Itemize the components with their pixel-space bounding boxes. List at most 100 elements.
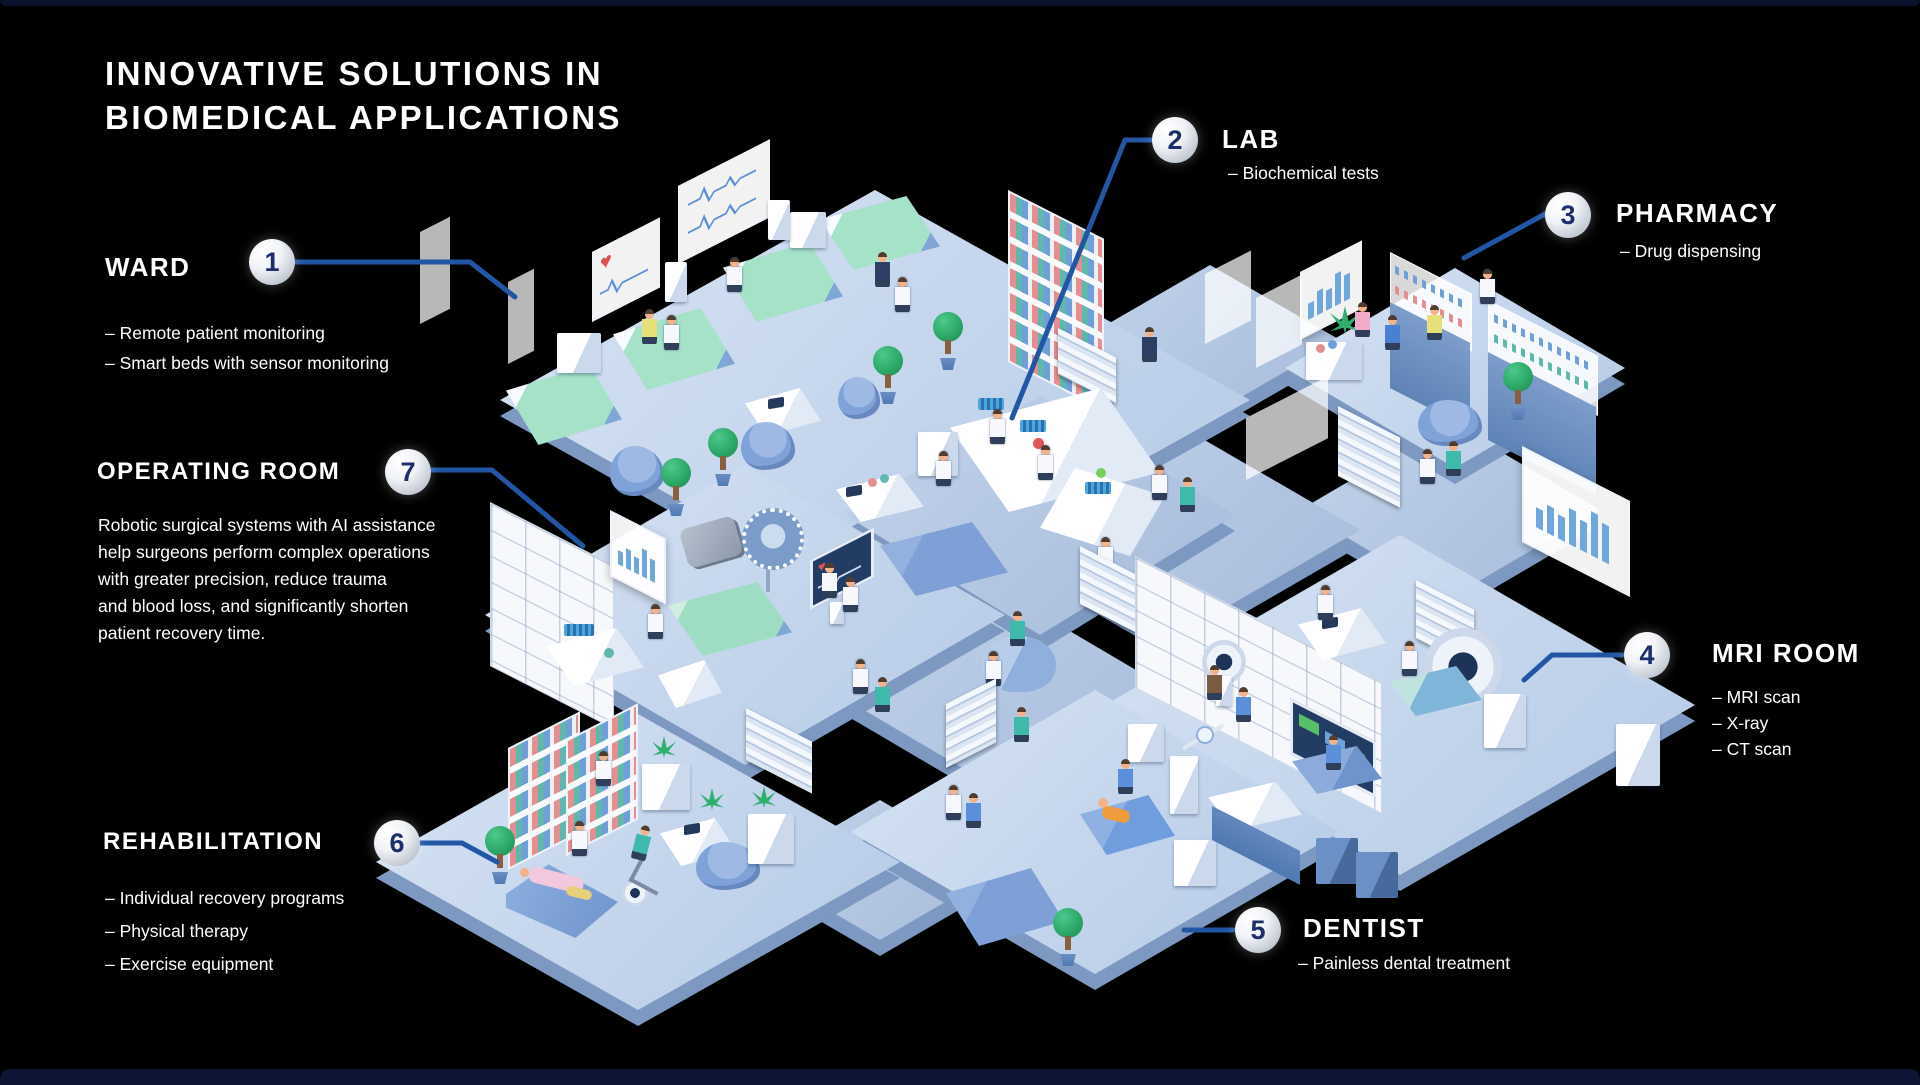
potted-tree: [1050, 908, 1086, 966]
vitals-monitor-cart: [665, 262, 687, 302]
lamp-stem: [766, 556, 770, 592]
callout-7-line: help surgeons perform complex operations: [98, 542, 430, 562]
callout-7-line: and blood loss, and significantly shorte…: [98, 596, 409, 616]
bottom-edge-bar: [0, 1069, 1920, 1085]
equipment-cabinet: [1356, 852, 1398, 898]
person-nurse: [1446, 441, 1461, 480]
potted-tree: [705, 428, 741, 486]
supply-shelf: [1174, 840, 1216, 886]
page-title-line1: INNOVATIVE SOLUTIONS IN: [105, 55, 604, 92]
callout-6-description: – Individual recovery programs – Physica…: [105, 882, 344, 981]
person-patient: [1207, 665, 1222, 704]
person-visitor: [966, 793, 981, 832]
potted-plant: [652, 736, 676, 758]
supply-shelf: [1616, 724, 1660, 786]
person-surgeon: [648, 604, 663, 643]
person-doctor: [596, 751, 611, 790]
person-doctor: [1152, 465, 1167, 504]
person-nurse: [875, 677, 890, 716]
person-patient: [642, 309, 657, 348]
callout-6-line: – Individual recovery programs: [105, 888, 345, 908]
callout-5-description: – Painless dental treatment: [1298, 950, 1510, 976]
callout-1-line: – Remote patient monitoring: [105, 323, 325, 343]
patient-head: [520, 868, 529, 877]
person-lab-technician: [936, 451, 951, 490]
flask-green: [1096, 468, 1106, 478]
potted-plant: [700, 788, 724, 810]
callout-5-line: – Painless dental treatment: [1298, 953, 1511, 973]
callout-7-title: OPERATING ROOM: [97, 458, 341, 485]
person-radiologist: [1236, 687, 1251, 726]
callout-7-line: Robotic surgical systems with AI assista…: [98, 515, 436, 535]
person-doctor: [895, 277, 910, 316]
callout-4-description: – MRI scan – X-ray – CT scan: [1712, 684, 1801, 762]
books: [1328, 340, 1337, 349]
callout-4-title: MRI ROOM: [1712, 638, 1860, 668]
callout-4-line: – CT scan: [1712, 739, 1792, 759]
nightstand: [790, 212, 826, 248]
person-lab-technician: [990, 409, 1005, 448]
chart-poster: [610, 510, 666, 605]
armchair: [1418, 400, 1482, 446]
callout-4-badge: 4: [1624, 632, 1670, 678]
dental-equipment-tower: [1170, 756, 1198, 814]
callout-6-badge: 6: [374, 820, 420, 866]
person-customer: [1355, 302, 1370, 341]
nightstand: [557, 333, 601, 373]
exercise-bike-wheel: [622, 880, 648, 906]
potted-tree: [930, 312, 966, 370]
callout-6-line: – Physical therapy: [105, 921, 248, 941]
person-pharmacist: [1480, 269, 1495, 308]
person-nurse: [1014, 707, 1029, 746]
person-customer: [1385, 315, 1400, 354]
test-tube-rack: [978, 398, 1004, 410]
armchair: [838, 377, 880, 419]
callout-1-title: WARD: [105, 252, 191, 282]
top-edge-bar: [0, 0, 1920, 6]
callout-1-description: – Remote patient monitoring – Smart beds…: [105, 318, 389, 378]
person-visitor: [946, 785, 961, 824]
callout-5-badge: 5: [1235, 907, 1281, 953]
potted-tree: [870, 346, 906, 404]
supply-shelf: [1484, 694, 1526, 748]
person-doctor: [727, 257, 742, 296]
page-title: INNOVATIVE SOLUTIONS IN BIOMEDICAL APPLI…: [105, 52, 622, 140]
person-therapist: [572, 821, 587, 860]
ecg-wall-display: [678, 139, 770, 264]
person-operator: [1326, 735, 1341, 774]
callout-2-description: – Biochemical tests: [1228, 160, 1379, 186]
person-surgeon: [822, 563, 837, 602]
callout-1-badge: 1: [249, 239, 295, 285]
person-staff: [875, 252, 890, 291]
books: [880, 474, 889, 483]
armchair: [741, 422, 795, 470]
callout-2-title: LAB: [1222, 124, 1280, 154]
books: [868, 478, 877, 487]
person-surgeon: [843, 577, 858, 616]
callout-6-title: REHABILITATION: [103, 828, 324, 855]
callout-7-line: with greater precision, reduce trauma: [98, 569, 387, 589]
test-tube-rack: [1085, 482, 1111, 494]
armchair: [610, 446, 664, 496]
callout-4-line: – MRI scan: [1712, 687, 1801, 707]
dental-lamp: [1196, 726, 1214, 744]
callout-3-description: – Drug dispensing: [1620, 238, 1761, 264]
callout-7-description: Robotic surgical systems with AI assista…: [98, 512, 436, 647]
test-tube-rack: [564, 624, 594, 636]
person-receptionist: [1010, 611, 1025, 650]
potted-tree: [658, 458, 694, 516]
person-nurse: [664, 315, 679, 354]
person-doctor: [1420, 449, 1435, 488]
person-doctor: [853, 659, 868, 698]
person-doctor: [1318, 585, 1333, 624]
surgical-light: [742, 508, 804, 570]
callout-7-badge: 7: [385, 449, 431, 495]
callout-6-line: – Exercise equipment: [105, 954, 274, 974]
